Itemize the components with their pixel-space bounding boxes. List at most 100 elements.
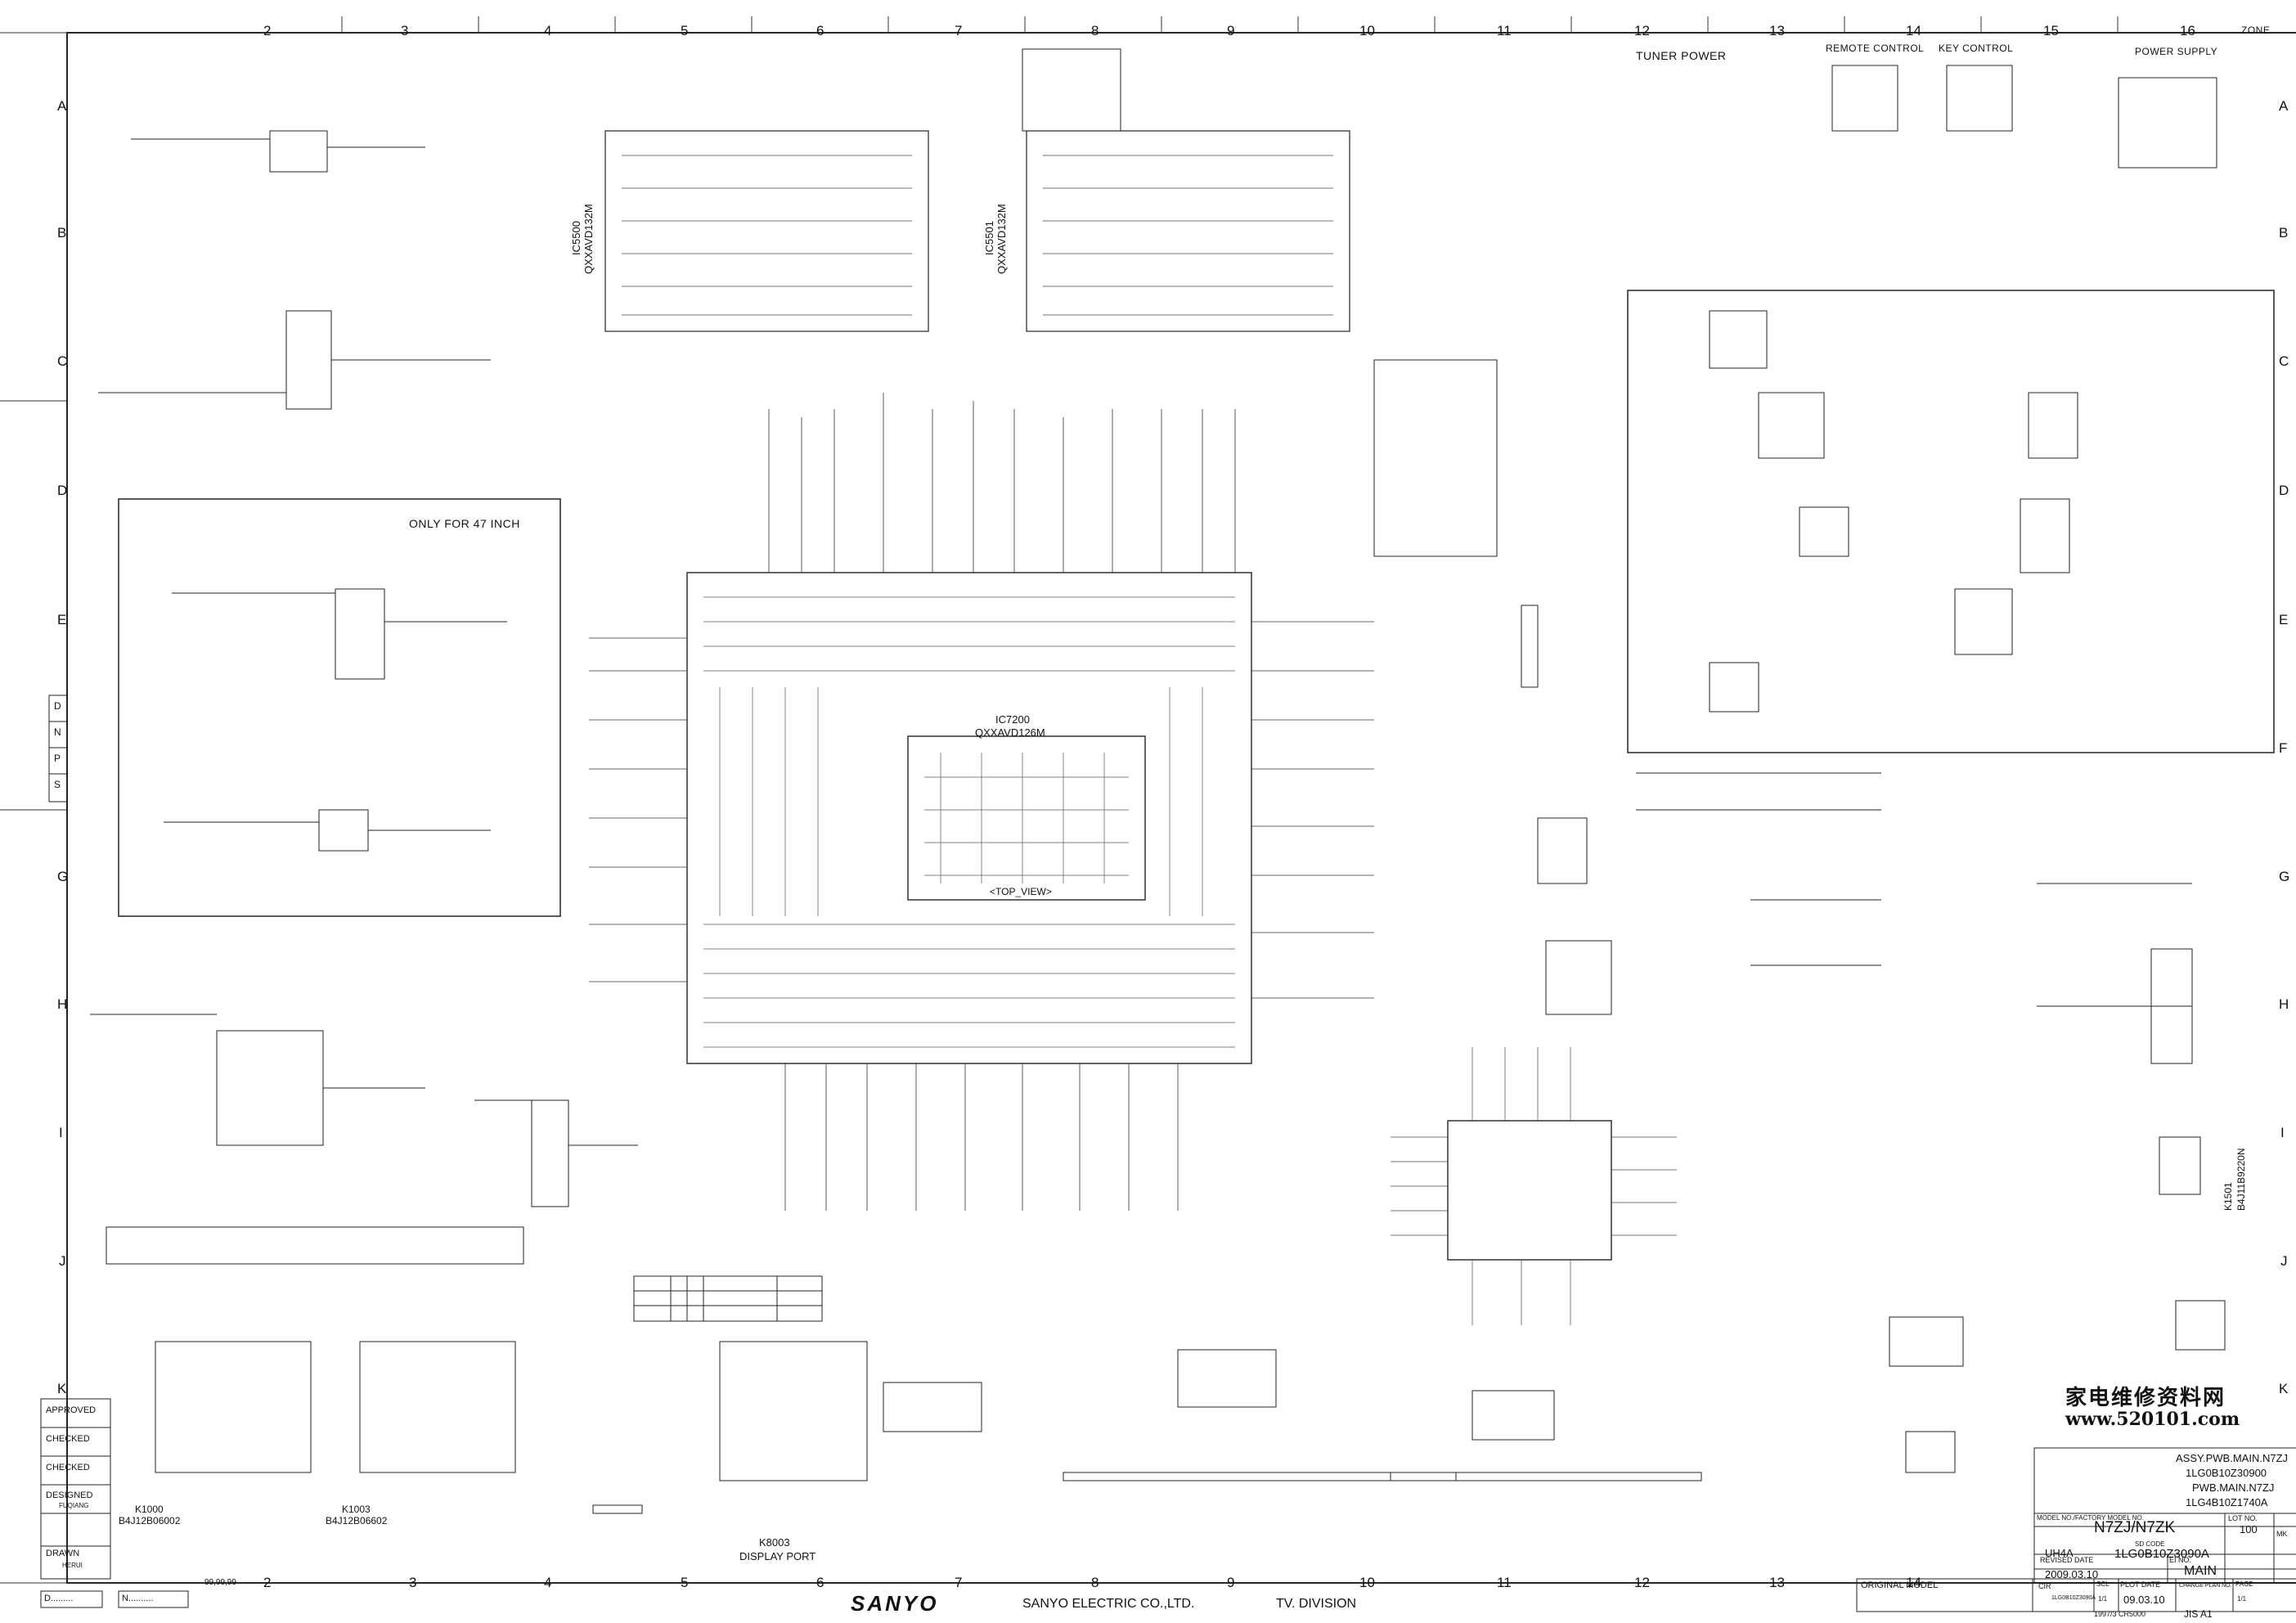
zone-row-I: I	[59, 1125, 63, 1140]
zone-col-10-bottom: 10	[1359, 1575, 1375, 1590]
dnps-s: S	[54, 779, 61, 790]
pwb-main-code: 1LG4B10Z1740A	[2186, 1496, 2268, 1508]
k1003-part: B4J12B06602	[326, 1515, 388, 1526]
zone-col-12-top: 12	[1634, 23, 1650, 38]
zone-row-H: H	[57, 996, 68, 1012]
zone-col-9-top: 9	[1227, 23, 1235, 38]
zone-label: ZONE	[2241, 25, 2271, 36]
only-47-box	[118, 498, 561, 917]
approved-caption: APPROVED	[46, 1405, 97, 1415]
zone-col-5-bottom: 5	[681, 1575, 689, 1590]
zone-row-E-right: E	[2279, 612, 2289, 627]
date-code: 99,99,99	[204, 1578, 236, 1587]
k1003-ref: K1003	[342, 1504, 371, 1515]
scale-caption: SCL	[2096, 1580, 2110, 1588]
zone-col-8-bottom: 8	[1091, 1575, 1099, 1590]
section-remote-control: REMOTE CONTROL	[1826, 43, 1925, 54]
sd-code: 1LG0B10Z3090A	[2114, 1547, 2209, 1561]
zone-row-E: E	[57, 612, 67, 627]
n-field: N..........	[122, 1594, 154, 1603]
sheet-name: MAIN	[2184, 1564, 2217, 1578]
watermark-url: www.520101.com	[2065, 1409, 2240, 1430]
lot-no-caption: LOT NO.	[2228, 1514, 2258, 1522]
zone-col-6-bottom: 6	[816, 1575, 824, 1590]
zone-col-2-top: 2	[263, 23, 272, 38]
zone-col-16-top: 16	[2180, 23, 2195, 38]
right-circuits	[1022, 48, 2226, 1473]
plot-date-caption: PLOT DATE	[2120, 1580, 2161, 1589]
paper-size: JIS A1	[2184, 1608, 2213, 1620]
zone-col-13-top: 13	[1769, 23, 1785, 38]
original-model: ORIGINAL MODEL	[1861, 1580, 1939, 1590]
drawer-name: HERUI	[62, 1562, 83, 1569]
section-only-47-inch: ONLY FOR 47 INCH	[409, 517, 520, 530]
ic5501-ref: IC5501	[983, 221, 995, 255]
lot-number: 100	[2240, 1523, 2258, 1535]
checked-caption-2: CHECKED	[46, 1463, 90, 1472]
approval-block	[40, 1398, 189, 1608]
assy-pwb-code: 1LG0B10Z30900	[2186, 1467, 2267, 1479]
revised-date: 2009.03.10	[2045, 1568, 2099, 1580]
page-value: 1/1	[2237, 1595, 2247, 1603]
k1000-ref: K1000	[135, 1504, 164, 1515]
outer-frame	[66, 32, 2296, 1584]
zone-col-7-top: 7	[955, 23, 963, 38]
qfp-ic	[1391, 1047, 1677, 1325]
dnps-d: D	[54, 700, 61, 712]
checked-caption-1: CHECKED	[46, 1434, 90, 1444]
ic7200-part: QXXAVD126M	[975, 726, 1045, 739]
ic5500-block	[604, 130, 929, 332]
plot-date: 09.03.10	[2123, 1594, 2165, 1606]
zone-col-6-top: 6	[816, 23, 824, 38]
drawn-caption: DRAWN	[46, 1549, 80, 1558]
designer-name: FUQIANG	[59, 1502, 89, 1509]
zone-ticks	[0, 16, 2119, 811]
change-caption: CHANGE PLAN NO.	[2179, 1583, 2232, 1589]
ic5500-part: QXXAVD132M	[582, 204, 595, 274]
zone-row-G: G	[57, 869, 69, 884]
zone-row-I-right: I	[2280, 1125, 2285, 1140]
connector-strips	[106, 1226, 1702, 1514]
zone-col-4-bottom: 4	[544, 1575, 552, 1590]
section-key-control: KEY CONTROL	[1939, 43, 2014, 54]
zone-row-J: J	[59, 1253, 66, 1269]
zone-row-C-right: C	[2279, 353, 2289, 369]
ic5501-block	[1026, 130, 1350, 332]
zone-col-11-bottom: 11	[1497, 1575, 1512, 1590]
sd-code-caption: SD CODE	[2135, 1540, 2165, 1548]
k8003-ref: K8003	[759, 1536, 790, 1549]
scale-value: 1/1	[2098, 1595, 2108, 1603]
ic7200-ref: IC7200	[995, 713, 1030, 726]
zone-col-5-top: 5	[681, 23, 689, 38]
model-no-caption: MODEL NO./FACTORY MODEL NO.	[2037, 1514, 2144, 1522]
zone-row-A: A	[57, 98, 67, 114]
zone-col-12-bottom: 12	[1634, 1575, 1650, 1590]
zone-col-7-bottom: 7	[955, 1575, 963, 1590]
paper-code: 1997/3 CR5000	[2094, 1610, 2146, 1618]
k8003-display-port: DISPLAY PORT	[739, 1550, 816, 1562]
zone-row-D: D	[57, 483, 68, 498]
zone-row-J-right: J	[2280, 1253, 2288, 1269]
dnps-p: P	[54, 753, 61, 764]
zone-row-F-right: F	[2279, 740, 2288, 756]
company-name: SANYO ELECTRIC CO.,LTD.	[1022, 1597, 1195, 1611]
page-caption: PAGE	[2235, 1580, 2253, 1588]
zone-row-A-right: A	[2279, 98, 2289, 114]
zone-col-13-bottom: 13	[1769, 1575, 1785, 1590]
zone-col-14-top: 14	[1906, 23, 1921, 38]
watermark-chinese: 家电维修资料网	[2065, 1386, 2226, 1410]
zone-col-2-bottom: 2	[263, 1575, 272, 1590]
assy-pwb-main: ASSY.PWB.MAIN.N7ZJ	[2176, 1452, 2289, 1464]
zone-row-H-right: H	[2279, 996, 2289, 1012]
section-tuner-power: TUNER POWER	[1636, 49, 1727, 62]
cir-code: 1LG0B10Z3090A	[2051, 1595, 2096, 1601]
zone-col-3-top: 3	[401, 23, 409, 38]
designed-caption: DESIGNED	[46, 1490, 93, 1500]
zone-col-14-bottom: 14	[1906, 1575, 1921, 1590]
ic5501-part: QXXAVD132M	[995, 204, 1008, 274]
sanyo-logo: SANYO	[851, 1591, 939, 1616]
zone-row-D-right: D	[2279, 483, 2289, 498]
section-power-supply: POWER SUPPLY	[2135, 46, 2218, 57]
